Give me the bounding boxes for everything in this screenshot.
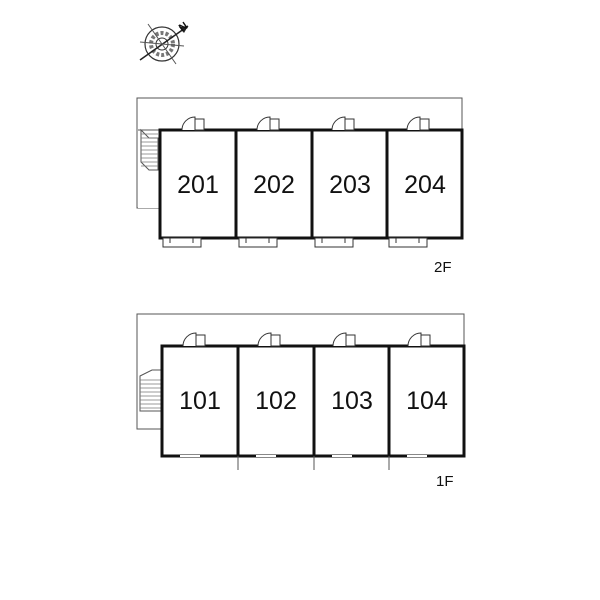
unit-number: 104 — [406, 387, 448, 415]
floor-1f: 101 102 103 104 1F — [136, 313, 466, 490]
balcony — [388, 237, 428, 248]
unit-number: 202 — [253, 171, 295, 199]
unit-number: 101 — [179, 387, 221, 415]
unit-number: 103 — [331, 387, 373, 415]
unit-number: 203 — [329, 171, 371, 199]
unit-door — [181, 116, 205, 131]
balcony — [314, 237, 354, 248]
unit-number: 102 — [255, 387, 297, 415]
compass-icon: N — [139, 20, 190, 65]
unit-door — [331, 116, 355, 131]
unit-number: 201 — [177, 171, 219, 199]
staircase — [138, 128, 160, 208]
unit-door — [257, 332, 281, 347]
balcony — [238, 237, 278, 248]
unit-door — [406, 116, 430, 131]
balcony — [162, 237, 202, 248]
unit-number: 204 — [404, 171, 446, 199]
floor-label: 2F — [434, 259, 452, 276]
floor-2f: 201 202 203 204 2F — [136, 97, 464, 276]
floor-label: 1F — [436, 473, 454, 490]
unit-door — [256, 116, 280, 131]
unit-door — [332, 332, 356, 347]
staircase — [139, 369, 163, 412]
unit-door — [182, 332, 206, 347]
unit-door — [407, 332, 431, 347]
